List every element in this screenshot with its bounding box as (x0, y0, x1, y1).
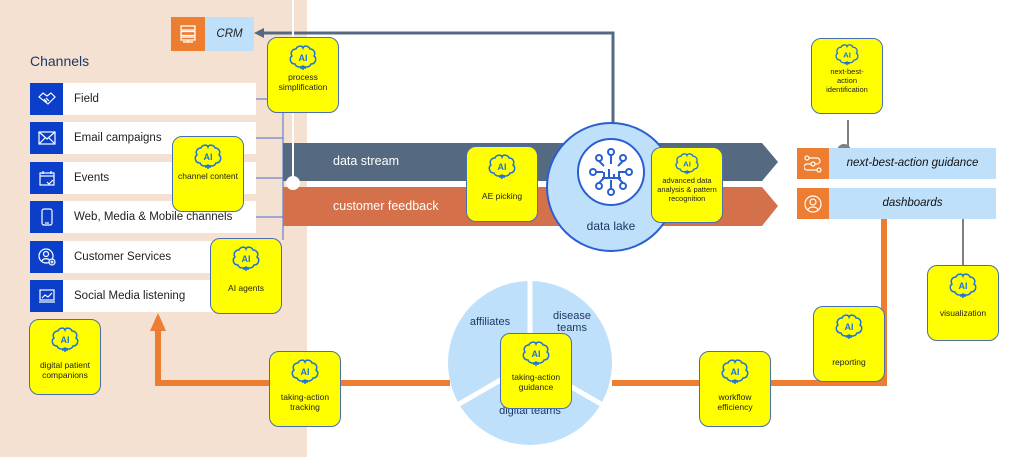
channels-up-arrowhead (150, 313, 166, 331)
svg-text:AI: AI (845, 322, 854, 332)
channel-label: Field (74, 93, 99, 105)
ai-badge-ae-picking[interactable]: AI AE picking (466, 146, 538, 222)
data-stream-label: data stream (333, 154, 400, 168)
ai-badge-label: channel content (177, 171, 239, 181)
output-dashboards[interactable]: dashboards (797, 188, 996, 219)
crm-label: CRM (216, 28, 243, 40)
ai-badge-ai-agents[interactable]: AI AI agents (210, 238, 282, 314)
output-label: next-best-action guidance (846, 157, 979, 169)
ai-brain-icon: AI (289, 45, 317, 70)
ai-badge-label: digital patient companions (39, 360, 91, 380)
svg-text:AI: AI (959, 281, 968, 291)
channel-field[interactable]: Field (30, 83, 256, 115)
handshake-icon (30, 83, 63, 115)
ai-brain-icon: AI (835, 314, 863, 339)
ai-badge-process-simplification[interactable]: AI process simplification (267, 37, 339, 113)
output-next-best-action-guidance[interactable]: next-best-action guidance (797, 148, 996, 179)
channel-label: Web, Media & Mobile channels (74, 211, 233, 223)
user-circle-icon (797, 188, 829, 219)
svg-text:AI: AI (498, 162, 507, 172)
ai-brain-icon: AI (488, 154, 516, 179)
svg-text:AI: AI (204, 152, 213, 162)
ai-badge-visualization[interactable]: AI visualization (927, 265, 999, 341)
svg-text:AI: AI (61, 335, 70, 345)
ai-badge-taking-action-guidance[interactable]: AI taking-action guidance (500, 333, 572, 409)
ai-badge-label: AE picking (481, 191, 523, 201)
svg-text:AI: AI (532, 349, 541, 359)
ai-brain-icon: AI (232, 246, 260, 271)
svg-text:AI: AI (843, 51, 851, 60)
output-label: dashboards (882, 197, 943, 209)
user-support-icon (30, 241, 63, 273)
svg-text:AI: AI (683, 160, 691, 169)
ai-brain-icon: AI (675, 153, 699, 175)
ai-badge-label: workflow efficiency (717, 392, 753, 412)
ai-badge-label: advanced data analysis & pattern recogni… (657, 176, 717, 203)
ai-badge-label: reporting (832, 357, 866, 367)
channel-label: Social Media listening (74, 290, 186, 302)
server-icon (171, 17, 205, 51)
svg-text:AI: AI (242, 254, 251, 264)
ai-badge-label: AI agents (228, 283, 264, 293)
ai-badge-taking-action-tracking[interactable]: AI taking-action tracking (269, 351, 341, 427)
ai-badge-label: process simplification (278, 72, 328, 92)
svg-text:AI: AI (301, 367, 310, 377)
data-lake-label: data lake (586, 219, 636, 233)
ai-badge-label: visualization (939, 308, 987, 318)
calendar-check-icon (30, 162, 63, 194)
ai-badge-workflow-efficiency[interactable]: AI workflow efficiency (699, 351, 771, 427)
network-hub-icon (577, 138, 645, 206)
ai-badge-label: next-best-action identification (826, 67, 868, 94)
ai-brain-icon: AI (291, 359, 319, 384)
customer-feedback-label: customer feedback (333, 199, 439, 213)
ai-brain-icon: AI (51, 327, 79, 352)
ai-badge-digital-patient-companions[interactable]: AI digital patient companions (29, 319, 101, 395)
svg-text:AI: AI (731, 367, 740, 377)
ai-badge-reporting[interactable]: AI reporting (813, 306, 885, 382)
ai-badge-label: taking-action tracking (280, 392, 330, 412)
ai-badge-advanced-data-analysis[interactable]: AI advanced data analysis & pattern reco… (651, 147, 723, 223)
workflow-icon (797, 148, 829, 179)
crm-return-arrow (262, 31, 615, 143)
ai-brain-icon: AI (949, 273, 977, 298)
channel-label: Events (74, 172, 110, 184)
ai-badge-next-best-action-identification[interactable]: AI next-best-action identification (811, 38, 883, 114)
segment-disease-teams: disease teams (553, 310, 591, 334)
ai-brain-icon: AI (194, 144, 222, 169)
ai-brain-icon: AI (522, 341, 550, 366)
channel-label: Customer Services (74, 251, 172, 263)
crm-box[interactable]: CRM (171, 17, 254, 51)
channels-title: Channels (30, 53, 90, 69)
svg-text:AI: AI (299, 53, 308, 63)
ai-brain-icon: AI (835, 44, 859, 66)
ai-badge-label: taking-action guidance (511, 372, 561, 392)
envelope-icon (30, 122, 63, 154)
channel-label: Email campaigns (74, 132, 162, 144)
segment-affiliates: affiliates (469, 316, 511, 328)
ai-brain-icon: AI (721, 359, 749, 384)
ai-badge-channel-content[interactable]: AI channel content (172, 136, 244, 212)
smartphone-icon (30, 201, 63, 233)
chart-screen-icon (30, 280, 63, 312)
